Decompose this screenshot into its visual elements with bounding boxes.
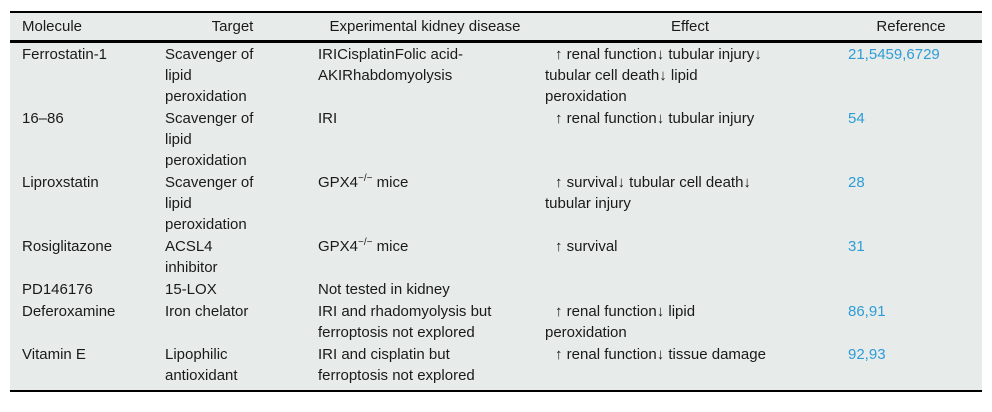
cell-target: ACSL4 inhibitor [155, 235, 310, 278]
cell-reference: 92,93 [840, 343, 982, 391]
reference-link[interactable]: 86,91 [848, 303, 886, 320]
column-header-effect: Effect [540, 12, 840, 43]
disease-pre: IRI and cisplatin but ferroptosis not ex… [318, 346, 475, 384]
column-header-target: Target [155, 12, 310, 43]
cell-molecule: PD146176 [22, 281, 93, 298]
cell-molecule: Rosiglitazone [22, 238, 113, 255]
reference-link[interactable]: 54 [848, 110, 865, 127]
cell-disease: IRICisplatinFolic acid- AKIRhabdomyolysi… [310, 42, 540, 108]
table-row-ferrostatin-1: Ferrostatin-1 Scavenger of lipid peroxid… [10, 42, 982, 108]
disease-pre: GPX4 [318, 238, 359, 255]
cell-disease: IRI and cisplatin but ferroptosis not ex… [310, 343, 540, 391]
target-text: Iron chelator [165, 303, 249, 320]
target-text: ACSL4 inhibitor [165, 238, 218, 276]
disease-text: GPX4−/− mice [318, 172, 523, 193]
cell-molecule: 16–86 [22, 110, 64, 127]
disease-superscript: −/− [358, 237, 373, 248]
cell-reference: 86,91 [840, 300, 982, 343]
ferroptosis-molecules-table: Molecule Target Experimental kidney dise… [10, 11, 982, 392]
reference-link[interactable]: 21,5459,6729 [848, 46, 940, 63]
disease-pre: GPX4 [318, 174, 359, 191]
disease-text: Not tested in kidney [318, 279, 523, 300]
disease-text: IRI and cisplatin but ferroptosis not ex… [318, 344, 523, 386]
table-row-liproxstatin: Liproxstatin Scavenger of lipid peroxida… [10, 171, 982, 235]
effect-text: ↑ survival [555, 238, 618, 255]
cell-disease: IRI and rhadomyolysis but ferroptosis no… [310, 300, 540, 343]
cell-reference: 54 [840, 107, 982, 171]
column-header-reference: Reference [840, 12, 982, 43]
cell-disease: GPX4−/− mice [310, 171, 540, 235]
target-text: Scavenger of lipid peroxidation [165, 110, 254, 169]
table-row-pd146176: PD146176 15-LOX Not tested in kidney [10, 278, 982, 300]
table-row-vitamin-e: Vitamin E Lipophilic antioxidant IRI and… [10, 343, 982, 391]
cell-molecule: Vitamin E [22, 346, 86, 363]
effect-text: ↑ survival↓ tubular cell death↓ tubular … [545, 174, 751, 212]
effect-text: ↑ renal function↓ tissue damage [555, 346, 766, 363]
cell-effect: ↑ renal function↓ tubular injury↓ tubula… [540, 42, 840, 108]
cell-disease: IRI [310, 107, 540, 171]
target-text: Lipophilic antioxidant [165, 346, 238, 384]
target-text: Scavenger of lipid peroxidation [165, 46, 254, 105]
cell-target: Iron chelator [155, 300, 310, 343]
cell-reference [840, 278, 982, 300]
cell-effect: ↑ renal function↓ tissue damage [540, 343, 840, 391]
cell-effect: ↑ survival [540, 235, 840, 278]
reference-link[interactable]: 28 [848, 174, 865, 191]
cell-reference: 21,5459,6729 [840, 42, 982, 108]
cell-target: Scavenger of lipid peroxidation [155, 171, 310, 235]
cell-target: Scavenger of lipid peroxidation [155, 42, 310, 108]
disease-superscript: −/− [358, 173, 373, 184]
cell-molecule: Liproxstatin [22, 174, 99, 191]
disease-pre: Not tested in kidney [318, 281, 450, 298]
disease-pre: IRI and rhadomyolysis but ferroptosis no… [318, 303, 492, 341]
cell-effect: ↑ renal function↓ lipid peroxidation [540, 300, 840, 343]
disease-text: IRI and rhadomyolysis but ferroptosis no… [318, 301, 523, 343]
target-text: 15-LOX [165, 281, 217, 298]
table-row-rosiglitazone: Rosiglitazone ACSL4 inhibitor GPX4−/− mi… [10, 235, 982, 278]
cell-disease: Not tested in kidney [310, 278, 540, 300]
cell-target: Scavenger of lipid peroxidation [155, 107, 310, 171]
cell-molecule: Ferrostatin-1 [22, 46, 108, 63]
effect-text: ↑ renal function↓ tubular injury↓ tubula… [545, 46, 762, 105]
effect-text: ↑ renal function↓ tubular injury [555, 110, 755, 127]
cell-molecule: Deferoxamine [22, 303, 116, 320]
reference-link[interactable]: 92,93 [848, 346, 886, 363]
cell-reference: 28 [840, 171, 982, 235]
cell-disease: GPX4−/− mice [310, 235, 540, 278]
disease-post: mice [372, 174, 409, 191]
table-row-deferoxamine: Deferoxamine Iron chelator IRI and rhado… [10, 300, 982, 343]
disease-pre: IRI [318, 110, 338, 127]
cell-target: Lipophilic antioxidant [155, 343, 310, 391]
disease-text: IRICisplatinFolic acid- AKIRhabdomyolysi… [318, 44, 523, 86]
cell-effect: ↑ renal function↓ tubular injury [540, 107, 840, 171]
header-row: Molecule Target Experimental kidney dise… [10, 12, 982, 43]
disease-post: mice [372, 238, 409, 255]
disease-text: GPX4−/− mice [318, 236, 523, 257]
disease-text: IRI [318, 108, 523, 129]
cell-effect [540, 278, 840, 300]
cell-reference: 31 [840, 235, 982, 278]
table-row-16-86: 16–86 Scavenger of lipid peroxidation IR… [10, 107, 982, 171]
column-header-disease: Experimental kidney disease [310, 12, 540, 43]
cell-target: 15-LOX [155, 278, 310, 300]
cell-effect: ↑ survival↓ tubular cell death↓ tubular … [540, 171, 840, 235]
reference-link[interactable]: 31 [848, 238, 865, 255]
target-text: Scavenger of lipid peroxidation [165, 174, 254, 233]
page: Molecule Target Experimental kidney dise… [0, 11, 992, 412]
column-header-molecule: Molecule [10, 12, 155, 43]
disease-pre: IRICisplatinFolic acid- AKIRhabdomyolysi… [318, 46, 464, 84]
effect-text: ↑ renal function↓ lipid peroxidation [545, 303, 696, 341]
